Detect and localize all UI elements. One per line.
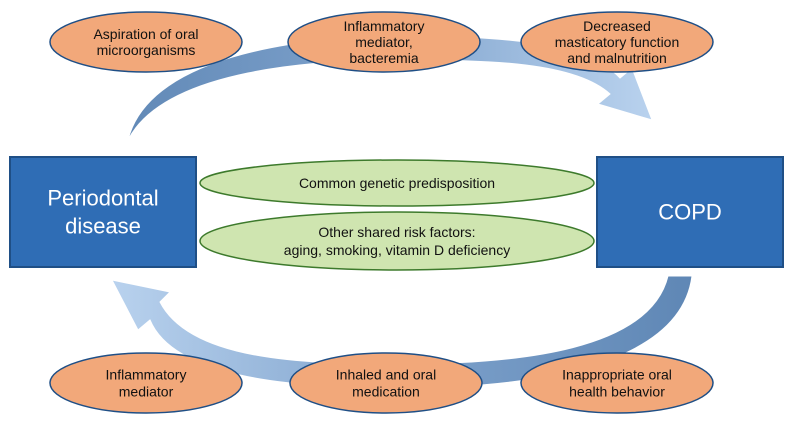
label-line: and malnutrition (567, 50, 667, 66)
shared-factor-1-label: Common genetic predisposition (299, 175, 495, 191)
label-line: microorganisms (97, 42, 196, 58)
copd-box: COPD (596, 156, 784, 268)
label-line: disease (65, 214, 141, 239)
periodontal-disease-box: Periodontal disease (9, 156, 197, 268)
label-line: Inflammatory (344, 18, 425, 34)
periodontal-disease-label: Periodontal disease (47, 186, 158, 239)
label-line: Inappropriate oral (562, 367, 672, 383)
label-line: bacteremia (349, 50, 418, 66)
label-line: health behavior (569, 384, 665, 400)
copd-label: COPD (658, 200, 722, 225)
label-line: medication (352, 384, 420, 400)
label-line: Common genetic predisposition (299, 175, 495, 191)
label-line: Decreased (583, 18, 651, 34)
label-line: masticatory function (555, 34, 680, 50)
label-line: aging, smoking, vitamin D deficiency (284, 242, 510, 258)
label-line: Inhaled and oral (336, 367, 436, 383)
label-line: COPD (658, 200, 722, 225)
label-line: Other shared risk factors: (318, 224, 475, 240)
label-line: mediator (119, 384, 174, 400)
label-line: Inflammatory (106, 367, 187, 383)
shared-factor-2-label: Other shared risk factors: aging, smoking… (284, 224, 510, 258)
label-line: mediator, (355, 34, 413, 50)
label-line: Periodontal (47, 186, 158, 211)
label-line: Aspiration of oral (93, 26, 198, 42)
shared-factor-2: Other shared risk factors: aging, smoking… (199, 211, 595, 271)
shared-factor-1: Common genetic predisposition (199, 159, 595, 207)
